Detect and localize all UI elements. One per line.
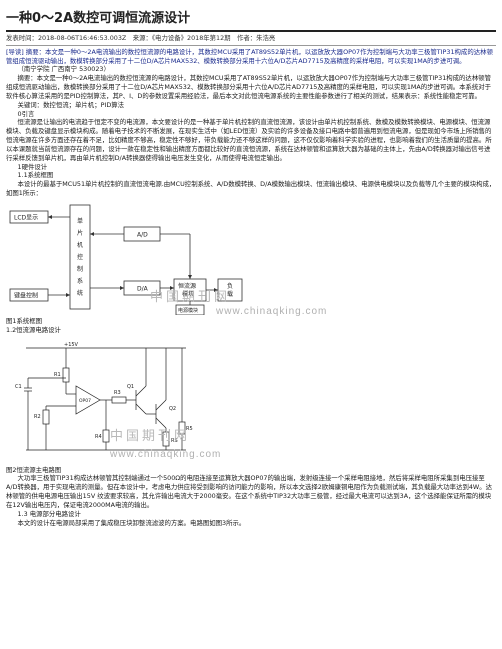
watermark-en-2: www.chinaqking.com <box>110 448 222 460</box>
resistor-r2 <box>42 409 50 424</box>
section-heading-1-3: 1.3 电源部分电路设计 <box>17 509 81 518</box>
mcu-char-6: 系 <box>77 277 83 285</box>
resistor-r4 <box>102 429 110 442</box>
current-source-label-2: 模块 <box>182 290 194 298</box>
mcu-char-5: 制 <box>77 265 83 273</box>
current-source-circuit: +15V R1 R2 R3 R4 R5 C1 OP07 Q1 Q2 RS 中国期… <box>6 338 496 464</box>
r4-label: R4 <box>95 434 102 440</box>
section-heading-1-2: 1.2恒流源电路设计 <box>6 325 61 334</box>
article-meta: 发表时间：2018-08-06T16:46:53.003Z 来源：《电力设备》2… <box>6 34 276 42</box>
meta-divider <box>6 44 496 46</box>
power-section-text: 本文的设计在电源局部采用了集成稳压块卸整流滤波的方案。电路图如图3所示。 <box>17 518 246 527</box>
abstract-guide: [导读] 摘要：本文是一种0～2A电流输出的数控恒流源的电路设计，其数控MCU采… <box>6 47 493 65</box>
r1-label: R1 <box>54 372 61 378</box>
mcu-char-3: 机 <box>77 241 83 249</box>
author-affiliation: （南宁学院 广西南宁 530023） <box>17 65 110 74</box>
keyboard-label: 键盘控制 <box>14 291 38 299</box>
abstract-text: 摘要：本文是一种0～2A电流输出的数控恒流源的电路设计，其数控MCU采用了AT8… <box>6 74 492 100</box>
watermark-cn-2: 中国期刊网 <box>110 428 191 444</box>
figure-1-caption: 图1系统框图 <box>6 316 43 325</box>
watermark-en-1: www.chinaqking.com <box>216 305 328 317</box>
c1-label: C1 <box>15 384 22 390</box>
q1-label: Q1 <box>127 384 134 390</box>
ad-label: A/D <box>137 231 148 238</box>
title-divider <box>6 30 496 32</box>
opamp-label: OP07 <box>79 398 91 404</box>
circuit-description-text: 大功率三极管TIP31构成达林顿管其控制端通过一个500Ω的电阻连接至运算放大器… <box>6 474 493 509</box>
introduction-text: 恒流源是让输出的电流趋于恒定不变的电流源，本文要设计的是一种基于单片机控制的直流… <box>6 118 492 162</box>
power-label: 电源模块 <box>178 307 198 314</box>
load-label-2: 载 <box>227 290 233 298</box>
resistor-r1 <box>62 367 70 382</box>
mcu-block <box>69 204 91 310</box>
section-heading-1: 1硬件设计 <box>17 162 48 171</box>
r3-label: R3 <box>114 390 121 396</box>
sense-resistor-label: RS <box>171 438 178 444</box>
vcc-label: +15V <box>64 342 79 348</box>
opamp-symbol <box>75 384 101 415</box>
mcu-char-7: 统 <box>77 289 83 297</box>
q2-label: Q2 <box>169 406 176 412</box>
section-heading-1-1: 1.1系统框图 <box>17 171 54 180</box>
section-heading-0: 0引言 <box>17 109 35 118</box>
current-source-label-1: 恒流源 <box>178 282 196 290</box>
keywords: 关键词：数控恒流；单片机；PID算法 <box>17 100 125 109</box>
circuit-svg: +15V R1 R2 R3 R4 R5 C1 OP07 Q1 Q2 RS <box>15 342 193 450</box>
da-label: D/A <box>137 285 149 292</box>
load-label-1: 负 <box>227 282 233 290</box>
block-diagram-svg: LCD显示 键盘控制 A/D D/A 恒流源 模块 负 载 电源模块 单 片 机… <box>9 204 243 316</box>
r5-label: R5 <box>186 426 193 432</box>
figure-2-caption: 图2恒流源主电路图 <box>6 465 62 474</box>
system-block-diagram: LCD显示 键盘控制 A/D D/A 恒流源 模块 负 载 电源模块 单 片 机… <box>6 201 496 317</box>
mcu-char-2: 片 <box>77 229 83 237</box>
mcu-char-4: 控 <box>77 253 83 261</box>
article-title: 一种0～2A数控可调恒流源设计 <box>6 11 191 26</box>
mcu-char-1: 单 <box>77 217 83 225</box>
watermark-cn-1: 中国期刊网 <box>150 289 231 305</box>
r2-label: R2 <box>34 414 41 420</box>
system-overview-text: 本设计的最基于MCU51单片机控制的直流恒流电源.由MCU控制系统、A/D数模转… <box>6 180 496 198</box>
resistor-r3 <box>111 396 127 403</box>
lcd-label: LCD显示 <box>14 214 38 221</box>
